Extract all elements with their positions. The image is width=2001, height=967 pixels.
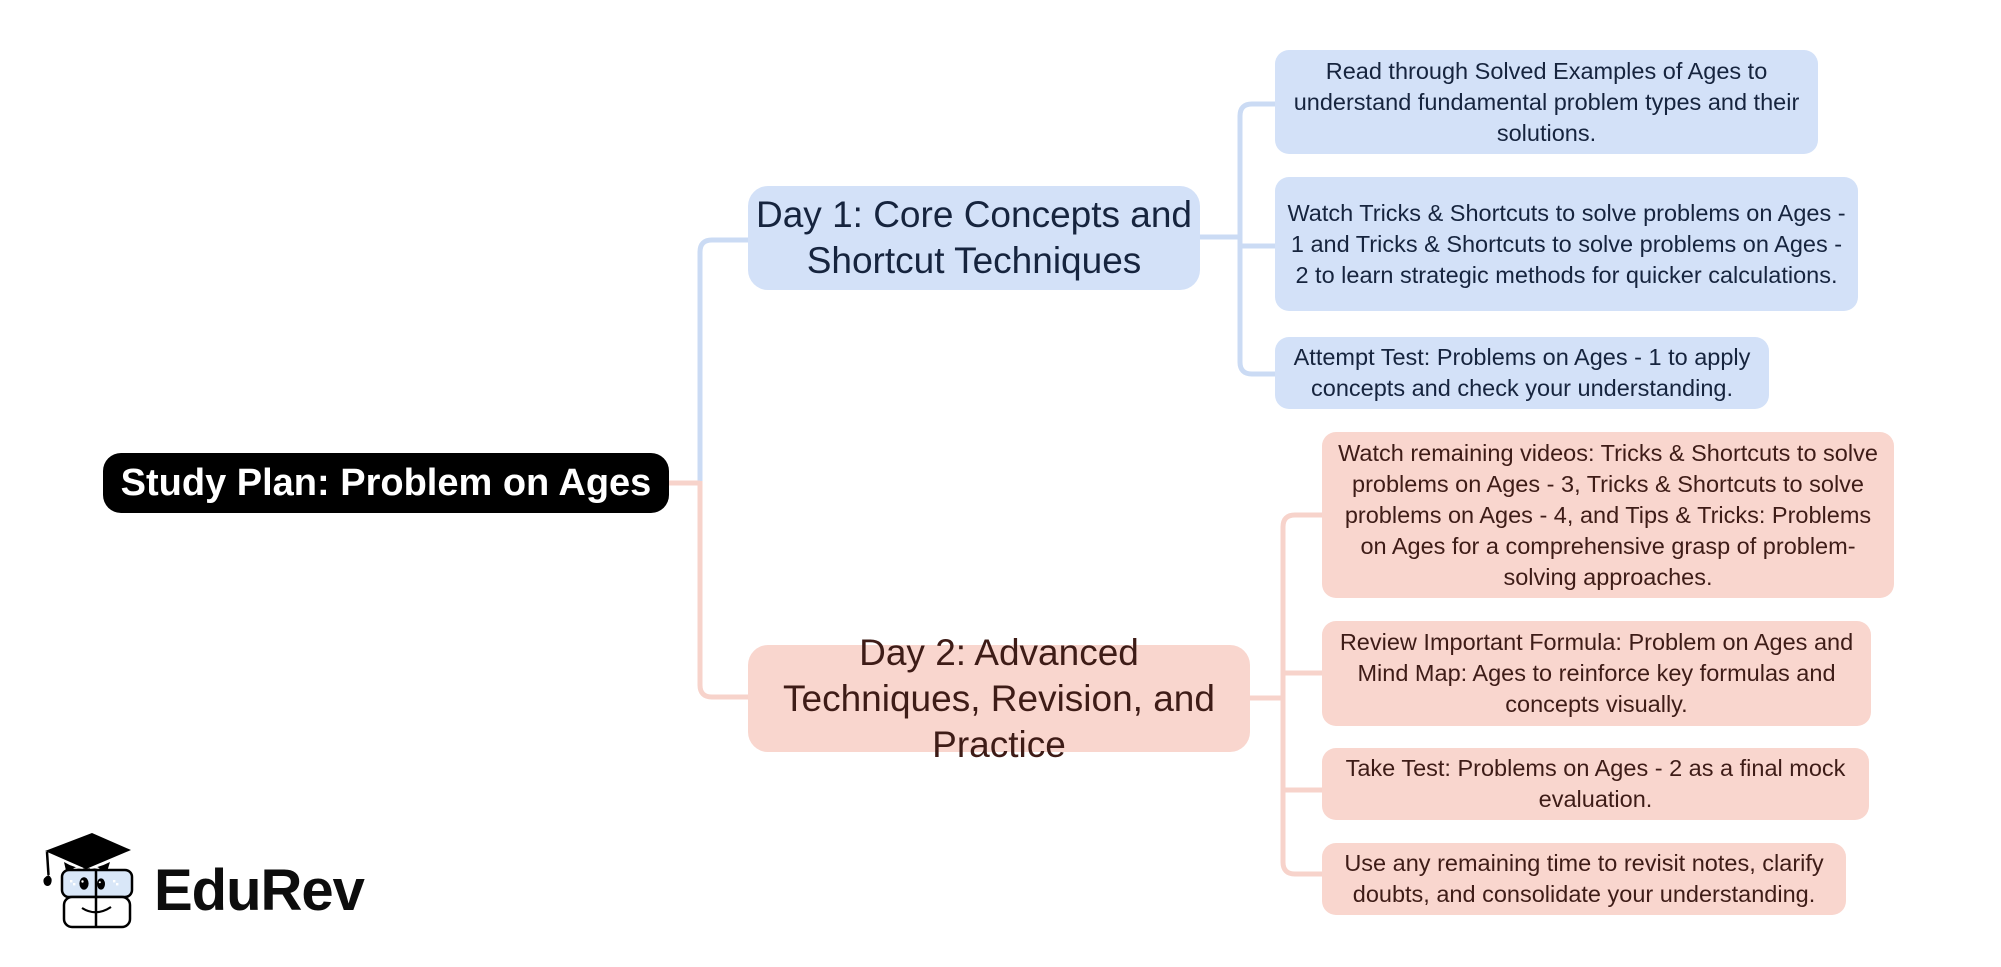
edurev-wordmark: EduRev [154,857,365,923]
day1-elbow-connector [697,237,750,481]
day2-children-spine-connector [1280,512,1324,877]
root-node: Study Plan: Problem on Ages [103,453,669,513]
edurev-logo: EduRev [40,826,365,932]
edurev-mascot-icon [43,833,134,929]
day2-elbow-connector [697,481,750,700]
day1-leaf-1: Read through Solved Examples of Ages to … [1275,50,1818,154]
day1-leaf-2: Watch Tricks & Shortcuts to solve proble… [1275,177,1858,311]
day2-leaf-2: Review Important Formula: Problem on Age… [1322,621,1871,726]
day2-leaf-1: Watch remaining videos: Tricks & Shortcu… [1322,432,1894,598]
day1-children-spine-connector [1237,101,1277,377]
branch-node-day2: Day 2: Advanced Techniques, Revision, an… [748,632,1250,765]
branch-node-day1: Day 1: Core Concepts and Shortcut Techni… [748,186,1200,290]
day2-leaf-3: Take Test: Problems on Ages - 2 as a fin… [1322,748,1869,820]
day1-leaf-3: Attempt Test: Problems on Ages - 1 to ap… [1275,337,1769,409]
day2-leaf-4: Use any remaining time to revisit notes,… [1322,843,1846,915]
